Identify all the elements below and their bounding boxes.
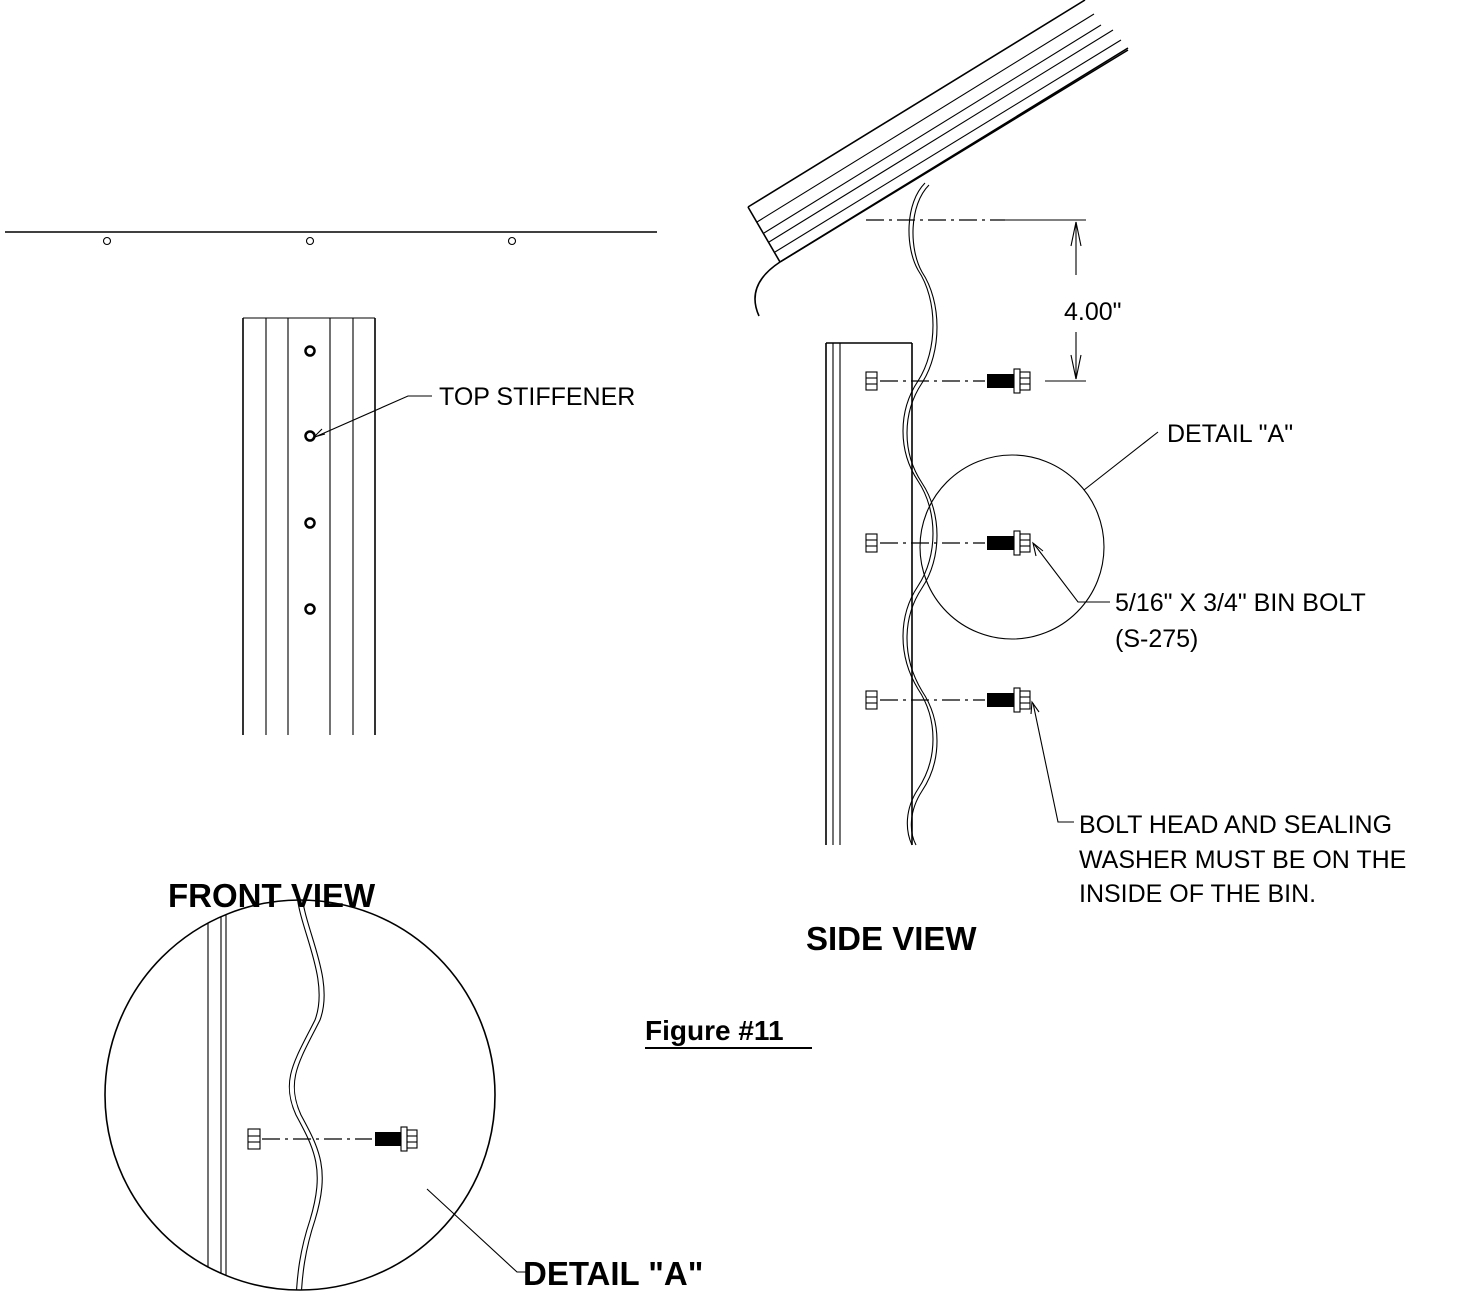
top-stiffener-leader bbox=[312, 395, 432, 439]
note-line-3: INSIDE OF THE BIN. bbox=[1079, 880, 1316, 908]
top-stiffener-label: TOP STIFFENER bbox=[439, 383, 635, 411]
detail-a-callout-label: DETAIL "A" bbox=[1167, 420, 1293, 448]
detail-a-bolt bbox=[247, 1126, 418, 1152]
figure-title: Figure #11 bbox=[645, 1015, 784, 1046]
top-hole bbox=[305, 236, 315, 246]
detail-a-marker-circle bbox=[919, 454, 1105, 640]
stiffener-hole bbox=[304, 345, 316, 357]
top-hole bbox=[102, 236, 112, 246]
detail-a-circle bbox=[104, 899, 496, 1291]
side-view: 4.00" bbox=[747, 0, 1406, 957]
detail-a-leader bbox=[1083, 431, 1159, 491]
stiffener-side bbox=[825, 342, 913, 845]
bolt-assembly-top bbox=[865, 368, 1031, 394]
roof-drip-edge bbox=[754, 261, 781, 317]
dimension-label: 4.00" bbox=[1064, 298, 1122, 326]
note-line-2: WASHER MUST BE ON THE bbox=[1079, 846, 1406, 874]
detail-a-view: DETAIL "A" bbox=[104, 899, 703, 1292]
bolt-shank bbox=[987, 536, 1014, 550]
bolt-head bbox=[1013, 368, 1021, 394]
bolt-assembly-bottom bbox=[865, 687, 1031, 713]
bolt-part-number: (S-275) bbox=[1115, 625, 1198, 653]
bolt-head bbox=[1013, 530, 1021, 556]
front-view-title: FRONT VIEW bbox=[168, 877, 376, 914]
note-line-1: BOLT HEAD AND SEALING bbox=[1079, 811, 1392, 839]
stiffener-hole bbox=[304, 430, 316, 442]
top-hole bbox=[507, 236, 517, 246]
bolt-head bbox=[1013, 687, 1021, 713]
stiffener-front bbox=[242, 317, 376, 735]
note-leader bbox=[1030, 700, 1074, 823]
bolt-assembly-middle bbox=[865, 530, 1031, 556]
side-view-title: SIDE VIEW bbox=[806, 920, 977, 957]
dimension-4in: 4.00" bbox=[866, 219, 1122, 382]
corrugated-wall-sheet bbox=[902, 182, 938, 846]
bolt-shank bbox=[987, 693, 1014, 707]
bolt-spec-label: 5/16" X 3/4" BIN BOLT bbox=[1115, 589, 1366, 617]
front-view: TOP STIFFENER FRONT VIEW bbox=[5, 231, 657, 914]
detail-a-title-leader bbox=[426, 1188, 528, 1273]
detail-a-title: DETAIL "A" bbox=[523, 1255, 703, 1292]
bolt-shank bbox=[987, 374, 1014, 388]
stiffener-hole bbox=[304, 603, 316, 615]
bolt-spec-leader bbox=[1032, 541, 1110, 603]
stiffener-hole bbox=[304, 517, 316, 529]
roof-panel bbox=[747, 0, 1129, 317]
